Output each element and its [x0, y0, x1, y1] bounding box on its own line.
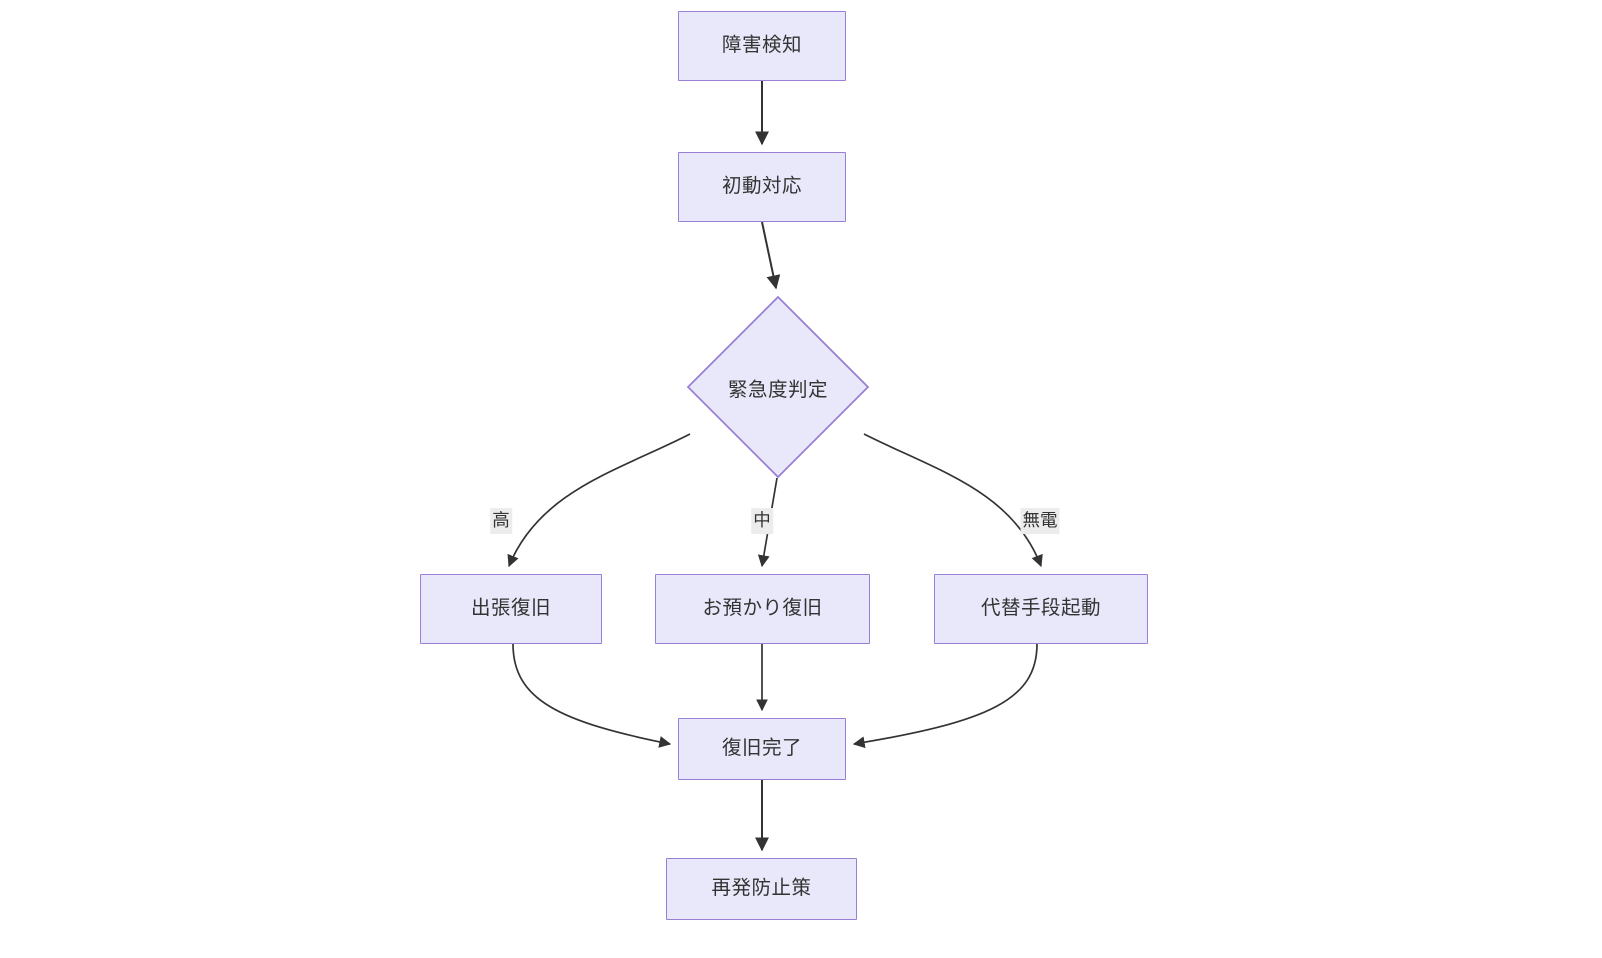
node-onsite-recovery-label: 出張復旧 [470, 597, 551, 620]
edge-alternative-restored [852, 643, 1038, 749]
node-initial-response-label: 初動対応 [721, 175, 802, 198]
node-urgency-decision-label: 緊急度判定 [727, 378, 828, 401]
edge-label-high: 高 [490, 508, 512, 534]
diamond-shape [687, 296, 869, 478]
node-prevention-measures-label: 再発防止策 [711, 877, 812, 900]
node-recovery-complete[interactable]: 復旧完了 [678, 718, 846, 780]
edge-onsite-restored [512, 643, 672, 748]
edge-urgency-alternative [863, 433, 1043, 568]
node-urgency-decision[interactable]: 緊急度判定 [687, 296, 869, 478]
node-recovery-complete-label: 復旧完了 [721, 737, 802, 760]
node-prevention-measures[interactable]: 再発防止策 [666, 858, 857, 920]
edge-label-medium: 中 [751, 508, 773, 534]
node-alternative-activation[interactable]: 代替手段起動 [934, 574, 1148, 644]
edge-label-no-power: 無電 [1020, 508, 1060, 534]
node-pickup-recovery[interactable]: お預かり復旧 [655, 574, 870, 644]
node-detect-label: 障害検知 [721, 34, 802, 57]
node-onsite-recovery[interactable]: 出張復旧 [420, 574, 602, 644]
node-pickup-recovery-label: お預かり復旧 [702, 597, 823, 620]
node-initial-response[interactable]: 初動対応 [678, 152, 846, 222]
edge-initial-urgency [761, 221, 781, 290]
node-detect[interactable]: 障害検知 [678, 11, 846, 81]
edge-urgency-onsite [507, 433, 691, 568]
node-alternative-activation-label: 代替手段起動 [980, 597, 1101, 620]
